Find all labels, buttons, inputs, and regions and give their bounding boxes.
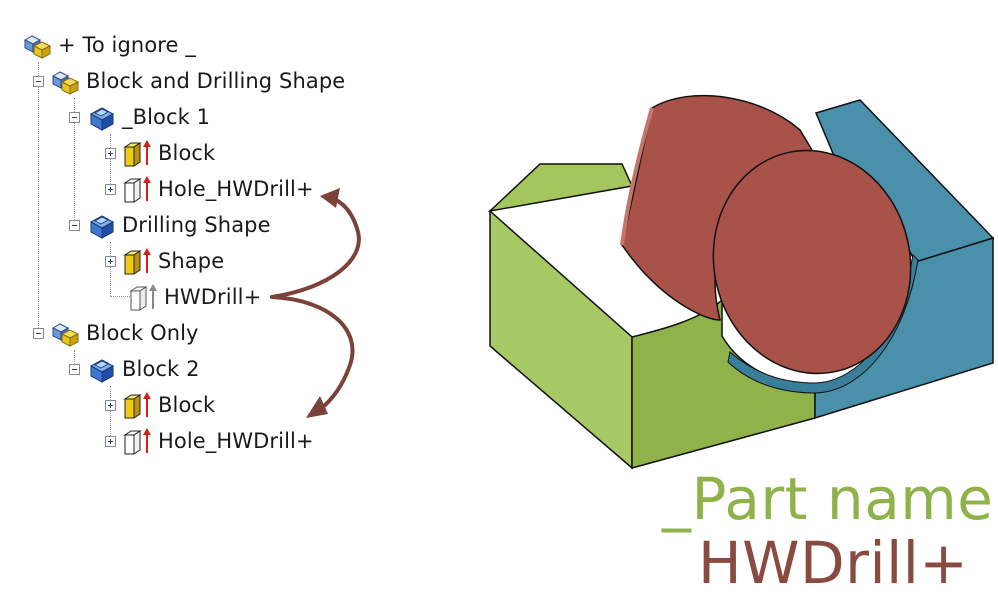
tree-guide [74,98,75,226]
tree-node-block-and-drilling-shape[interactable]: Block and Drilling Shape [33,63,345,99]
assembly-icon [50,66,80,96]
assembly-icon [22,30,52,60]
tree-node-drilling-shape[interactable]: Drilling Shape [69,207,271,243]
arrow-up [270,195,361,299]
tree-node-label: Shape [158,249,225,273]
part-icon [86,354,116,384]
tree-node-block-only[interactable]: Block Only [33,315,199,351]
tree-node-block-2[interactable]: Block 2 [69,351,200,387]
expand-toggle-icon[interactable] [105,435,116,447]
tree-node-label: Block [158,141,216,165]
collapse-toggle-icon[interactable] [33,75,44,87]
arrow-up-head [320,188,340,208]
feature-tree: + To ignore _ Block and Drilling Shape [0,0,460,470]
collapse-toggle-icon[interactable] [69,111,80,123]
tree-node-label: Block Only [86,321,199,345]
collapse-toggle-icon[interactable] [33,327,44,339]
tree-guide [74,350,75,370]
tree-node-block[interactable]: Block [105,135,215,171]
tree-guide [110,296,130,297]
solid-outline-icon [122,426,152,456]
tree-guide [110,242,111,296]
tree-node-shape[interactable]: Shape [105,243,224,279]
annotation-arrows [270,188,361,418]
tree-node-hole-hwdrill[interactable]: Hole_HWDrill+ [105,171,314,207]
tree-node-hwdrill[interactable]: HWDrill+ [128,279,261,315]
tree-node-label: _Block 1 [122,105,211,129]
tree-node-hole-hwdrill[interactable]: Hole_HWDrill+ [105,423,314,459]
tree-node-block-1[interactable]: _Block 1 [69,99,210,135]
arrow-down [270,295,355,413]
tree-guide [110,386,111,442]
arrow-down-head [306,396,328,418]
collapse-toggle-icon[interactable] [69,363,80,375]
collapse-toggle-icon[interactable] [69,219,80,231]
tree-node-label: Hole_HWDrill+ [158,177,314,201]
solid-outline-gray-icon [128,282,158,312]
tree-guide [110,134,111,188]
tree-root[interactable]: + To ignore _ [22,27,196,63]
tree-guide [38,62,39,334]
tree-node-block[interactable]: Block [105,387,215,423]
block-with-cylinder-drilling-illustration [487,94,995,470]
tree-node-label: Drilling Shape [122,213,271,237]
expand-toggle-icon[interactable] [105,183,116,195]
solid-yellow-icon [122,390,152,420]
tree-node-label: Block 2 [122,357,200,381]
assembly-icon [50,318,80,348]
solid-outline-icon [122,174,152,204]
tree-node-label: Block and Drilling Shape [86,69,346,93]
part-name-label: _Part name [662,465,994,533]
tree-node-label: Hole_HWDrill+ [158,429,314,453]
tree-root-label: + To ignore _ [58,33,196,57]
tree-node-label: Block [158,393,216,417]
expand-toggle-icon[interactable] [105,399,116,411]
expand-toggle-icon[interactable] [105,255,116,267]
solid-yellow-icon [122,246,152,276]
part-icon [86,102,116,132]
tree-node-label: HWDrill+ [164,285,262,309]
part-name-value: HWDrill+ [698,529,969,597]
solid-yellow-icon [122,138,152,168]
expand-toggle-icon[interactable] [105,147,116,159]
part-icon [86,210,116,240]
